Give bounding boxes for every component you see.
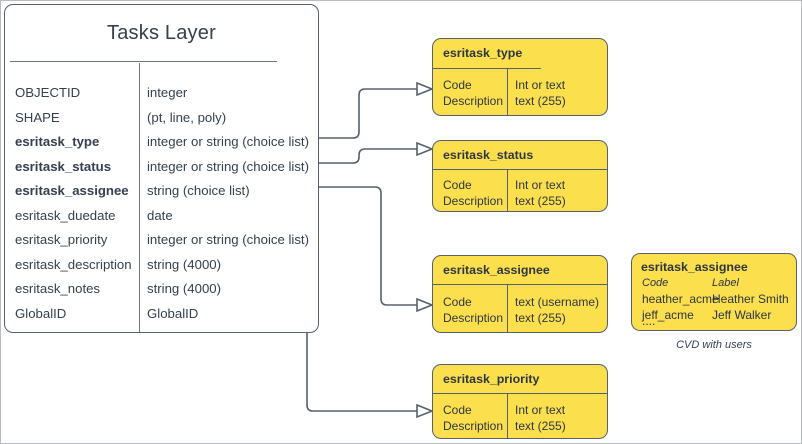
arrowhead-type (416, 81, 435, 97)
field-type: integer (147, 85, 188, 100)
domain-title: esritask_type (443, 46, 523, 60)
cvd-sample-box: esritask_assignee Code Label heather_acm… (631, 253, 797, 331)
domain-column-divider (507, 284, 508, 332)
domain-left-column: Code Description (443, 402, 503, 434)
cvd-row-label: Jeff Walker (712, 308, 772, 322)
arrowhead-priority (416, 403, 435, 419)
domain-cell: Code (443, 295, 472, 309)
field-row: SHAPE (pt, line, poly) (5, 110, 318, 135)
domain-left-column: Code Description (443, 177, 503, 209)
domain-cell: text (255) (515, 311, 566, 325)
connector-status (319, 148, 417, 164)
domain-cell: text (255) (515, 194, 566, 208)
connector-assignee (319, 186, 417, 306)
field-row: esritask_notes string (4000) (5, 281, 318, 306)
cvd-row-code: jeff_acme (642, 308, 694, 322)
connector-priority (306, 210, 417, 412)
field-name: GlobalID (15, 305, 67, 321)
connector-type (319, 88, 417, 139)
domain-cell: Description (443, 419, 504, 433)
domain-right-column: Int or text text (255) (515, 77, 566, 109)
domain-right-column: Int or text text (255) (515, 402, 566, 434)
domain-box-esritask-assignee: esritask_assignee Code Description text … (432, 255, 608, 333)
domain-right-column: text (username) text (255) (515, 294, 599, 326)
cvd-header-code: Code (642, 277, 669, 289)
domain-title: esritask_status (443, 148, 534, 162)
domain-cell: Code (443, 403, 472, 417)
cvd-row-ellipsis: .... (642, 314, 656, 328)
title-divider (10, 61, 277, 62)
field-name: esritask_type (15, 134, 100, 149)
arrowhead-assignee (416, 297, 435, 313)
field-row: esritask_duedate date (5, 208, 318, 233)
field-name: esritask_description (15, 256, 132, 272)
domain-cell: Int or text (515, 78, 566, 92)
field-row: esritask_assignee string (choice list) (5, 183, 318, 208)
domain-column-divider (507, 393, 508, 438)
domain-box-esritask-priority: esritask_priority Code Description Int o… (432, 364, 608, 439)
domain-cell: Description (443, 94, 504, 108)
field-name: SHAPE (15, 109, 60, 125)
domain-header-divider (433, 169, 607, 170)
field-type: string (4000) (147, 281, 222, 296)
field-name: esritask_status (15, 158, 112, 174)
domain-cell: Description (443, 194, 504, 208)
page-title: Tasks Layer (107, 22, 216, 44)
domain-column-divider (507, 68, 508, 115)
field-name: esritask_priority (15, 232, 108, 247)
field-row: GlobalID GlobalID (5, 306, 318, 331)
domain-cell: text (username) (515, 295, 600, 309)
field-type: (pt, line, poly) (147, 109, 227, 125)
domain-cell: Int or text (515, 403, 566, 417)
domain-cell: text (255) (515, 94, 566, 108)
domain-header-divider (433, 284, 607, 285)
field-type: integer or string (choice list) (147, 158, 309, 174)
cvd-row-code: heather_acme (642, 292, 719, 306)
field-type: integer or string (choice list) (147, 134, 309, 149)
field-row: esritask_type integer or string (choice l… (5, 134, 318, 159)
domain-box-esritask-status: esritask_status Code Description Int or … (432, 140, 608, 212)
domain-header-divider (433, 68, 541, 69)
field-name: esritask_notes (15, 281, 101, 296)
field-row: OBJECTID integer (5, 85, 318, 110)
arrowhead-status (416, 141, 435, 157)
domain-title: esritask_priority (443, 372, 540, 386)
field-type: date (147, 207, 173, 223)
column-divider (139, 63, 140, 332)
domain-right-column: Int or text text (255) (515, 177, 566, 209)
cvd-title: esritask_assignee (641, 260, 748, 274)
field-type: GlobalID (147, 305, 199, 321)
cvd-caption: CVD with users (676, 339, 752, 351)
domain-cell: Code (443, 78, 472, 92)
field-row: esritask_priority integer or string (choi… (5, 232, 318, 257)
field-row: esritask_status integer or string (choice… (5, 159, 318, 184)
field-type: integer or string (choice list) (147, 232, 309, 247)
cvd-header-label: Label (712, 277, 739, 289)
field-name: esritask_duedate (15, 207, 116, 223)
domain-cell: Int or text (515, 178, 566, 192)
domain-cell: Description (443, 311, 504, 325)
field-row: esritask_description string (4000) (5, 257, 318, 282)
field-type: string (4000) (147, 256, 222, 272)
domain-left-column: Code Description (443, 77, 503, 109)
field-type: string (choice list) (147, 183, 250, 198)
cvd-row-label: Heather Smith (712, 292, 789, 306)
field-name: OBJECTID (15, 85, 81, 100)
domain-title: esritask_assignee (443, 263, 550, 277)
domain-cell: text (255) (515, 419, 566, 433)
domain-header-divider (433, 393, 607, 394)
domain-left-column: Code Description (443, 294, 503, 326)
domain-cell: Code (443, 178, 472, 192)
field-name: esritask_assignee (15, 183, 129, 198)
domain-box-esritask-type: esritask_type Code Description Int or te… (432, 38, 608, 116)
domain-column-divider (507, 169, 508, 211)
